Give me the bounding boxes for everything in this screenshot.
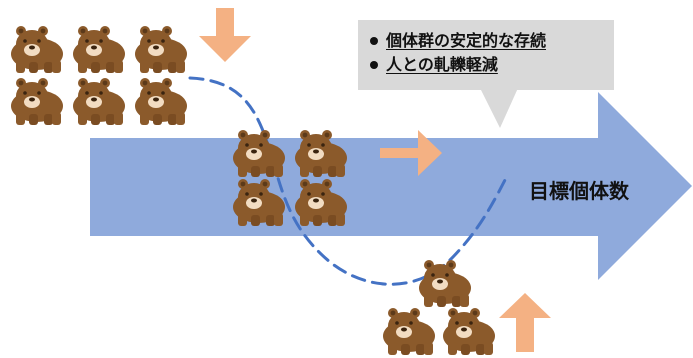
bear-icon bbox=[383, 308, 435, 355]
goal-item: 人との軋轢軽減 bbox=[368, 53, 546, 77]
bullet-icon bbox=[370, 60, 378, 69]
target-population-label: 目標個体数 bbox=[529, 179, 629, 203]
bear-icon bbox=[233, 130, 285, 177]
bear-icon bbox=[419, 260, 471, 307]
bear-icon bbox=[73, 26, 125, 73]
bear-icon bbox=[73, 78, 125, 125]
bear-icon bbox=[11, 78, 63, 125]
goals-callout: 個体群の安定的な存続 人との軋轢軽減 bbox=[358, 20, 614, 90]
bear-icon bbox=[11, 26, 63, 73]
bear-group-low bbox=[383, 260, 495, 355]
bear-group-high bbox=[11, 26, 187, 125]
population-trend-line bbox=[188, 76, 507, 286]
bear-icon bbox=[135, 78, 187, 125]
callout-tail bbox=[480, 88, 518, 128]
right-arrow-icon bbox=[380, 130, 442, 176]
bullet-icon bbox=[370, 36, 378, 45]
goal-item: 個体群の安定的な存続 bbox=[368, 29, 546, 53]
bear-icon bbox=[295, 130, 347, 177]
up-arrow-icon bbox=[499, 293, 551, 352]
bear-icon bbox=[443, 308, 495, 355]
goals-list: 個体群の安定的な存続 人との軋轢軽減 bbox=[368, 29, 546, 77]
bear-icon bbox=[135, 26, 187, 73]
down-arrow-icon bbox=[199, 8, 251, 62]
